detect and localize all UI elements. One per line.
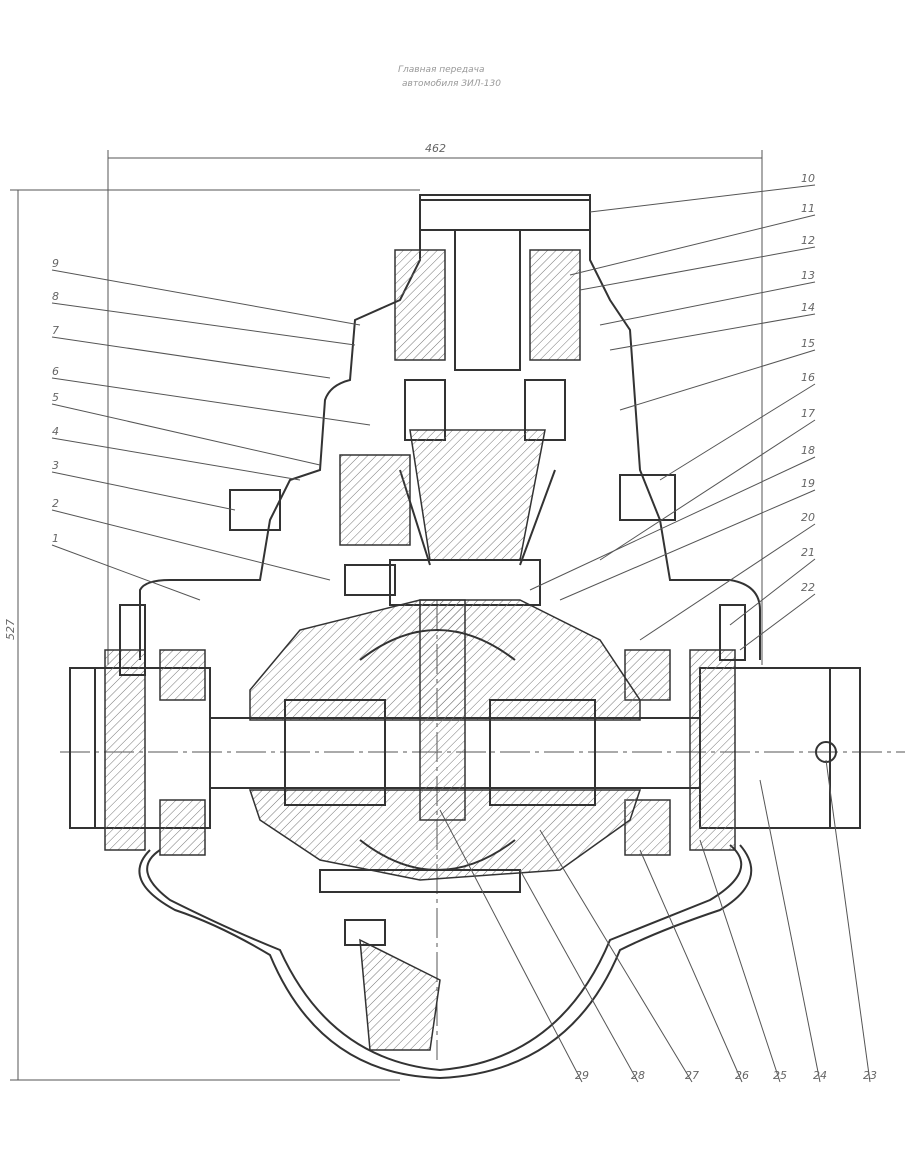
callout-17: 17 <box>801 407 815 420</box>
callout-23: 23 <box>863 1069 877 1082</box>
callout-19: 19 <box>801 477 815 490</box>
callout-28: 28 <box>631 1069 645 1082</box>
callout-26: 26 <box>735 1069 749 1082</box>
callout-3: 3 <box>52 459 59 472</box>
callout-24: 24 <box>813 1069 827 1082</box>
title-line-2: автомобиля ЗИЛ-130 <box>402 79 501 89</box>
leader-line-26 <box>639 849 743 1083</box>
callout-20: 20 <box>801 511 815 524</box>
leader-line-1 <box>51 544 201 601</box>
callout-29: 29 <box>575 1069 589 1082</box>
leader-line-11 <box>569 214 816 276</box>
width-value: 462 <box>425 142 446 155</box>
leader-line-12 <box>579 246 816 291</box>
callout-18: 18 <box>801 444 815 457</box>
leader-line-21 <box>729 558 816 626</box>
callout-25: 25 <box>773 1069 787 1082</box>
callout-9: 9 <box>52 257 59 270</box>
leader-line-2 <box>51 509 331 581</box>
callout-15: 15 <box>801 337 815 350</box>
callout-27: 27 <box>685 1069 699 1082</box>
leader-line-20 <box>639 523 816 641</box>
callout-5: 5 <box>52 391 59 404</box>
width-dimension: 462 <box>107 142 763 665</box>
callout-14: 14 <box>801 301 815 314</box>
leader-line-13 <box>599 281 816 326</box>
callout-6: 6 <box>52 365 59 378</box>
callout-12: 12 <box>801 234 815 247</box>
leader-line-28 <box>519 869 639 1083</box>
leader-line-23 <box>825 759 871 1083</box>
leader-line-22 <box>739 593 816 651</box>
leader-line-16 <box>659 383 816 481</box>
leader-line-24 <box>759 779 821 1083</box>
leader-line-9 <box>51 269 361 326</box>
height-dimension: 5 2 7 <box>4 189 420 1081</box>
leader-line-18 <box>529 456 816 591</box>
callout-4: 4 <box>52 425 59 438</box>
leader-line-27 <box>539 829 693 1083</box>
callout-1: 1 <box>52 532 59 545</box>
drive-pinion-assembly <box>339 194 591 606</box>
leader-line-6 <box>51 377 371 426</box>
leader-line-10 <box>589 184 816 213</box>
leader-line-3 <box>51 471 236 511</box>
leader-line-19 <box>559 489 816 601</box>
callout-leaders <box>51 184 871 1083</box>
differential-assembly <box>209 599 701 1051</box>
leader-line-8 <box>51 302 356 346</box>
leader-line-7 <box>51 336 331 379</box>
callout-22: 22 <box>801 581 815 594</box>
callout-11: 11 <box>801 202 815 215</box>
callout-21: 21 <box>801 546 815 559</box>
leader-line-4 <box>51 437 301 481</box>
leader-line-25 <box>699 839 781 1083</box>
leader-line-29 <box>439 809 583 1083</box>
height-value: 527 <box>4 619 17 640</box>
callout-7: 7 <box>52 324 59 337</box>
leader-line-5 <box>51 403 321 466</box>
leader-line-17 <box>599 419 816 561</box>
callout-10: 10 <box>801 172 815 185</box>
leader-line-15 <box>619 349 816 411</box>
callout-8: 8 <box>52 290 59 303</box>
callout-13: 13 <box>801 269 815 282</box>
callout-16: 16 <box>801 371 815 384</box>
leader-line-14 <box>609 313 816 351</box>
title-block: Главная передача автомобиля ЗИЛ-130 <box>398 65 501 89</box>
title-line-1: Главная передача <box>398 65 485 75</box>
callout-2: 2 <box>52 497 59 510</box>
